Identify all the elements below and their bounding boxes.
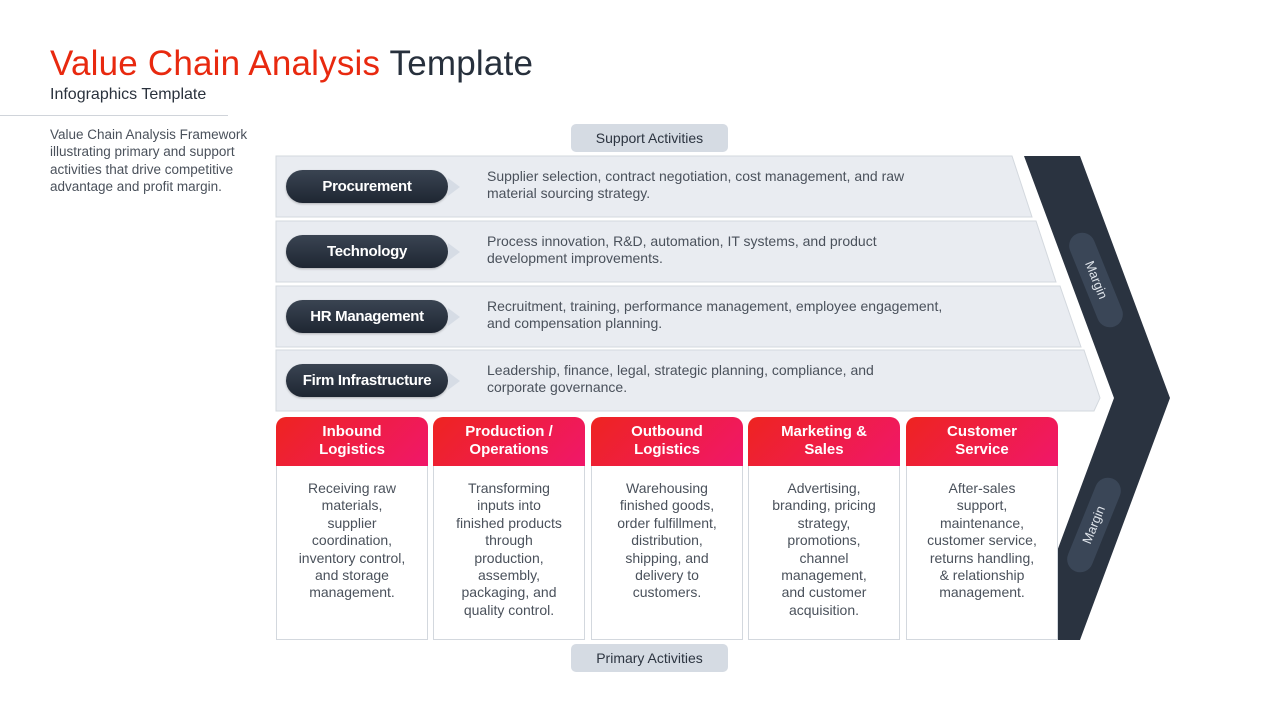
title-accent: Value Chain Analysis xyxy=(50,44,381,83)
support-band-2 xyxy=(275,220,1057,283)
support-band-1 xyxy=(275,155,1033,218)
arrow-right-icon xyxy=(448,372,460,390)
arrow-right-icon xyxy=(448,308,460,326)
card-body: Warehousing finished goods, order fulfil… xyxy=(591,466,743,640)
divider xyxy=(0,115,228,116)
card-body: After-sales support, maintenance, custom… xyxy=(906,466,1058,640)
card-header: Outbound Logistics xyxy=(591,417,743,466)
page-description: Value Chain Analysis Framework illustrat… xyxy=(50,127,248,194)
page-title: Value Chain Analysis Template xyxy=(50,44,533,84)
card-header: Marketing & Sales xyxy=(748,417,900,466)
title-rest: Template xyxy=(389,44,534,83)
primary-card-marketing-sales: Marketing & Sales Advertising, branding,… xyxy=(748,417,900,640)
card-header: Customer Service xyxy=(906,417,1058,466)
procurement-pill: Procurement xyxy=(286,170,448,203)
support-row-firm-infrastructure: Firm Infrastructure Leadership, finance,… xyxy=(276,350,1076,410)
support-row-technology: Technology Process innovation, R&D, auto… xyxy=(276,221,1036,281)
arrow-right-icon xyxy=(448,243,460,261)
primary-card-inbound-logistics: Inbound Logistics Receiving raw material… xyxy=(276,417,428,640)
primary-card-production-operations: Production / Operations Transforming inp… xyxy=(433,417,585,640)
card-body: Transforming inputs into finished produc… xyxy=(433,466,585,640)
firm-infrastructure-pill: Firm Infrastructure xyxy=(286,364,448,397)
arrow-right-icon xyxy=(448,178,460,196)
support-description: Supplier selection, contract negotiation… xyxy=(487,168,905,201)
hr-management-pill: HR Management xyxy=(286,300,448,333)
page-subtitle: Infographics Template xyxy=(50,86,207,103)
card-body: Advertising, branding, pricing strategy,… xyxy=(748,466,900,640)
support-row-hr-management: HR Management Recruitment, training, per… xyxy=(276,286,1056,346)
card-header: Production / Operations xyxy=(433,417,585,466)
primary-card-customer-service: Customer Service After-sales support, ma… xyxy=(906,417,1058,640)
card-body: Receiving raw materials, supplier coordi… xyxy=(276,466,428,640)
support-activities-label: Support Activities xyxy=(571,124,728,152)
card-header: Inbound Logistics xyxy=(276,417,428,466)
support-band-3 xyxy=(275,285,1082,348)
primary-card-outbound-logistics: Outbound Logistics Warehousing finished … xyxy=(591,417,743,640)
technology-pill: Technology xyxy=(286,235,448,268)
primary-activities-label: Primary Activities xyxy=(571,644,728,672)
support-description: Recruitment, training, performance manag… xyxy=(487,298,943,331)
support-description: Leadership, finance, legal, strategic pl… xyxy=(487,362,874,395)
support-row-procurement: Procurement Supplier selection, contract… xyxy=(276,156,1016,216)
support-band-4 xyxy=(275,349,1101,412)
support-description: Process innovation, R&D, automation, IT … xyxy=(487,233,877,266)
